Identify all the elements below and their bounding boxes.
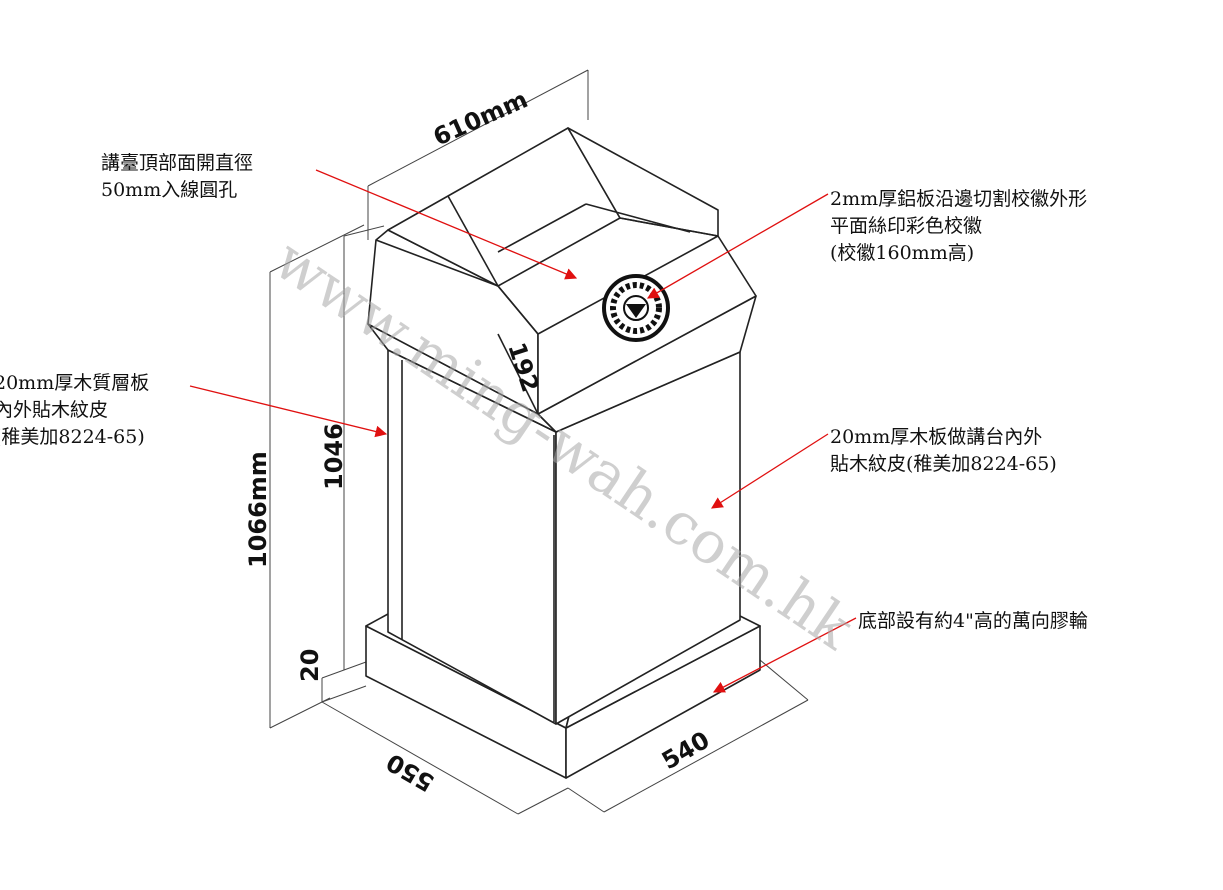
dimension-lines bbox=[269, 69, 809, 815]
note-body-panel: 20mm厚木板做講台內外 貼木紋皮(稚美加8224-65) bbox=[830, 424, 1057, 478]
note-emblem: 2mm厚鋁板沿邊切割校徽外形 平面絲印彩色校徽 (校徽160mm高) bbox=[830, 186, 1087, 267]
dim-20: 20 bbox=[296, 649, 324, 682]
note-wheels-line-1: 底部設有約4"高的萬向膠輪 bbox=[858, 610, 1088, 632]
dim-550: 550 bbox=[382, 748, 439, 797]
note-emblem-line-3: (校徽160mm高) bbox=[830, 242, 975, 264]
note-side-panel: 20mm厚木質層板 內外貼木紋皮 (稚美加8224-65) bbox=[0, 370, 149, 451]
note-emblem-line-2: 平面絲印彩色校徽 bbox=[830, 215, 983, 237]
dim-540: 540 bbox=[657, 726, 714, 775]
note-side-panel-line-1: 20mm厚木質層板 bbox=[0, 372, 150, 394]
note-side-panel-line-2: 內外貼木紋皮 bbox=[0, 399, 109, 421]
note-body-panel-line-2: 貼木紋皮(稚美加8224-65) bbox=[830, 453, 1057, 475]
note-wheels: 底部設有約4"高的萬向膠輪 bbox=[858, 608, 1088, 635]
note-emblem-line-1: 2mm厚鋁板沿邊切割校徽外形 bbox=[830, 188, 1088, 210]
note-top-hole-line-1: 講臺頂部面開直徑 bbox=[101, 152, 254, 174]
dim-1046: 1046 bbox=[320, 423, 348, 490]
note-top-hole: 講臺頂部面開直徑 50mm入線圓孔 bbox=[101, 150, 253, 204]
leader-arrows bbox=[189, 169, 857, 693]
dim-1066mm: 1066mm bbox=[244, 451, 272, 568]
note-body-panel-line-1: 20mm厚木板做講台內外 bbox=[830, 426, 1043, 448]
school-emblem bbox=[602, 274, 670, 342]
note-side-panel-line-3: (稚美加8224-65) bbox=[0, 426, 145, 448]
note-top-hole-line-2: 50mm入線圓孔 bbox=[101, 179, 238, 201]
dim-610mm: 610mm bbox=[429, 85, 532, 151]
podium-body bbox=[387, 349, 741, 725]
